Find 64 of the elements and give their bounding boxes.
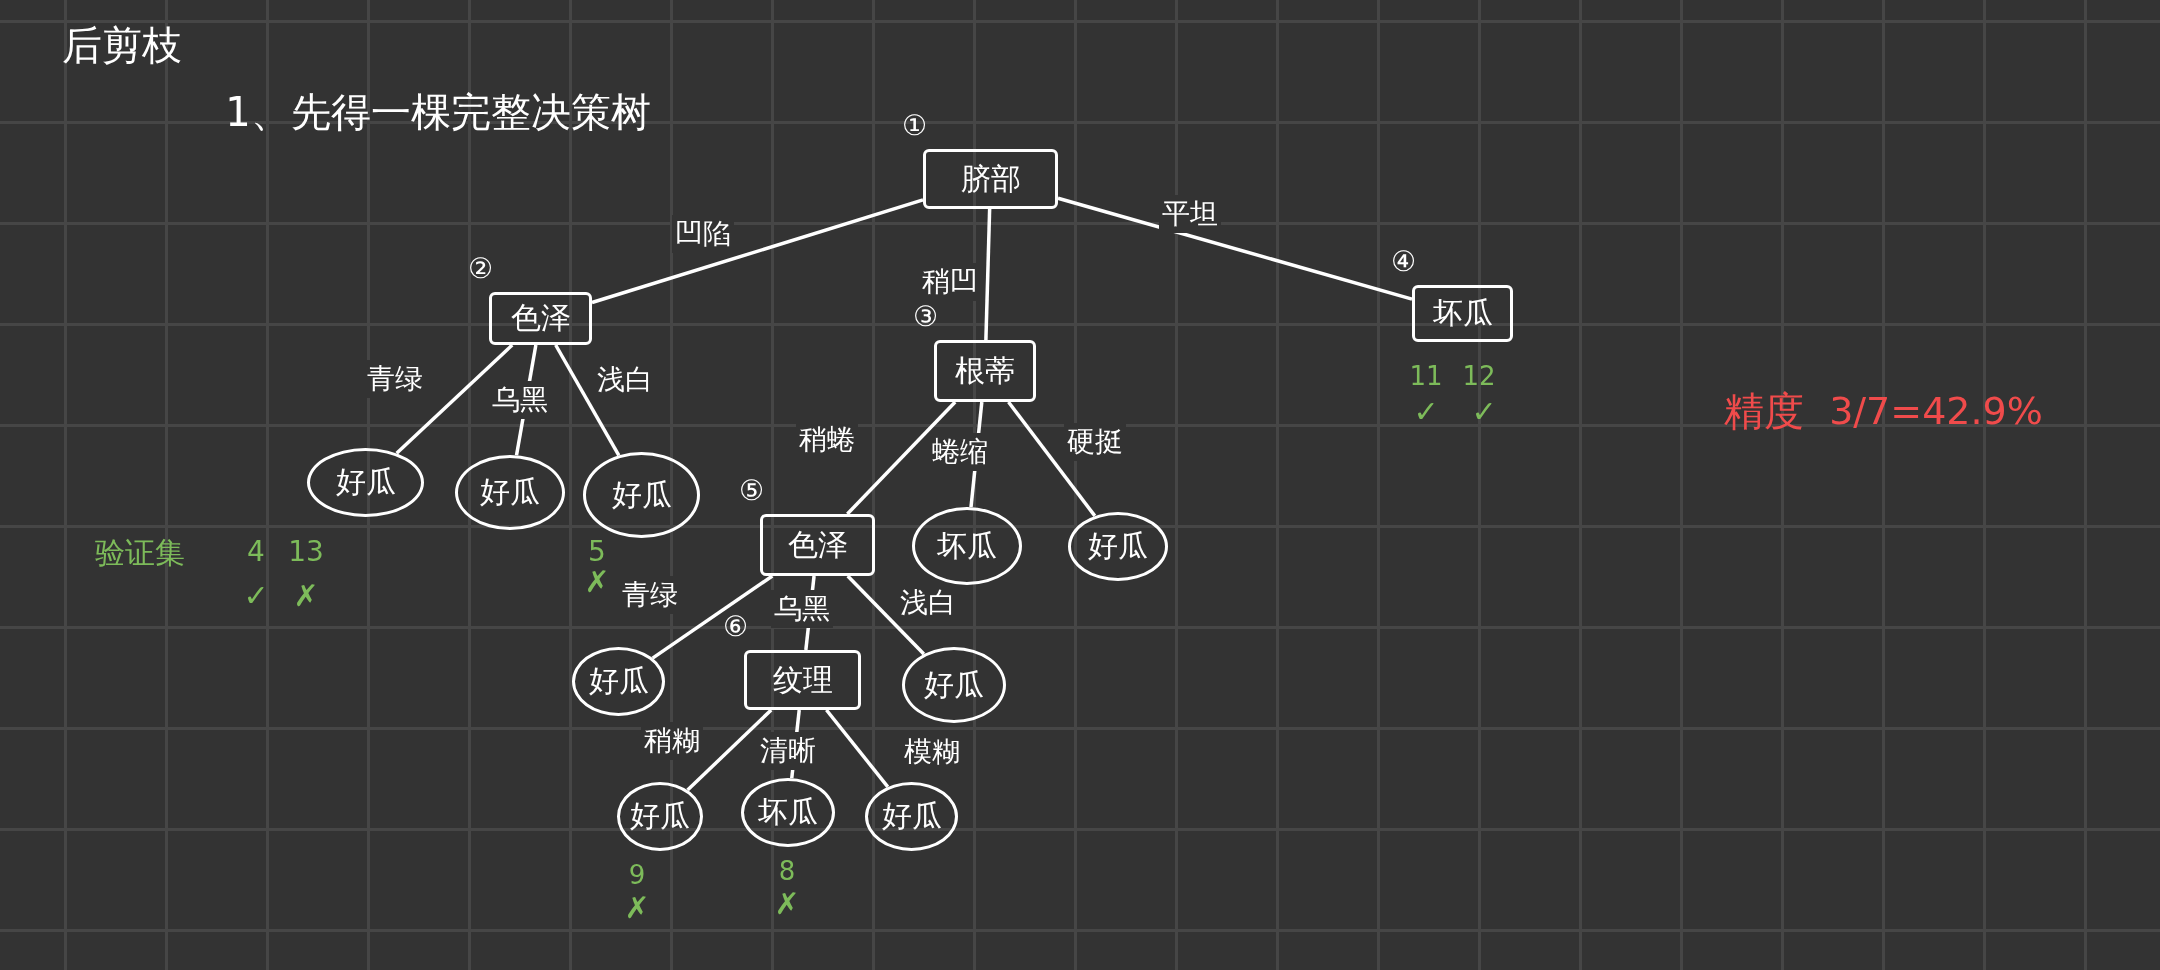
node-number: ⑤ xyxy=(739,477,765,505)
node-text: 好瓜 xyxy=(611,475,672,514)
node-number: ④ xyxy=(1391,248,1417,276)
node-text: 坏瓜 xyxy=(758,793,818,831)
leaf-ellipse xyxy=(741,778,835,847)
note-text: 1、先得一棵完整决策树 xyxy=(225,87,651,137)
leaf-ellipse xyxy=(1068,512,1168,581)
note-text: 9 xyxy=(628,860,646,890)
node-number: ① xyxy=(902,112,928,140)
node-text: 好瓜 xyxy=(588,662,649,700)
connector-line xyxy=(846,574,926,656)
connector-line xyxy=(984,208,992,341)
title: 后剪枝 xyxy=(62,21,182,70)
node-text: 色泽 xyxy=(787,525,848,564)
node-text: 好瓜 xyxy=(335,463,396,501)
note-text: 13 xyxy=(288,534,324,568)
note-text: 验证集 xyxy=(95,533,185,572)
node-text: 好瓜 xyxy=(881,797,942,835)
node-text: 好瓜 xyxy=(924,665,984,704)
note-text: 4 xyxy=(247,534,265,568)
connector-line xyxy=(686,708,773,792)
leaf-ellipse xyxy=(307,448,424,517)
connector-line xyxy=(1007,400,1097,517)
note-text: ✓ xyxy=(1413,393,1439,429)
node-text: 好瓜 xyxy=(1088,527,1148,565)
node-text: 好瓜 xyxy=(630,797,690,835)
note-text: 8 xyxy=(778,856,796,886)
node-text: 脐部 xyxy=(960,159,1021,198)
node-number: ⑥ xyxy=(723,613,749,641)
note-text: ✗ xyxy=(293,577,319,613)
edge-label: 硬挺 xyxy=(1064,423,1126,461)
connector-line xyxy=(554,344,621,457)
node-text: 纹理 xyxy=(772,660,833,699)
leaf-ellipse xyxy=(455,455,565,530)
leaf-ellipse xyxy=(902,647,1006,723)
node-number: ③ xyxy=(913,303,939,331)
node-text: 坏瓜 xyxy=(937,526,997,565)
note-text: 12 xyxy=(1462,361,1496,391)
leaf-ellipse xyxy=(912,507,1022,585)
leaf-ellipse xyxy=(865,782,958,851)
note-text: ✓ xyxy=(1471,393,1497,429)
node-text: 根蒂 xyxy=(955,351,1015,390)
note-text: ✗ xyxy=(624,889,650,925)
edge-label: 乌黑 xyxy=(771,590,833,628)
note-text: 精度 xyxy=(1724,386,1804,436)
node-text: 好瓜 xyxy=(480,473,540,511)
leaf-ellipse xyxy=(617,782,703,851)
node-number: ② xyxy=(468,255,494,283)
connector-line xyxy=(1057,196,1413,301)
note-text: ✓ xyxy=(243,577,269,613)
edge-label: 稍糊 xyxy=(641,722,703,760)
connector-line xyxy=(591,198,924,305)
edge-label: 平坦 xyxy=(1159,195,1221,233)
leaf-ellipse xyxy=(583,452,700,538)
note-text: 11 xyxy=(1409,361,1443,391)
edge-label: 凹陷 xyxy=(672,215,734,253)
leaf-ellipse xyxy=(572,647,665,716)
note-text: ✗ xyxy=(774,885,800,921)
note-text: 3/7=42.9% xyxy=(1829,389,2043,433)
node-text: 坏瓜 xyxy=(1432,294,1493,332)
connector-line xyxy=(825,708,890,788)
node-text: 色泽 xyxy=(510,299,571,337)
connector-line xyxy=(651,574,774,660)
connector-line xyxy=(395,343,514,455)
